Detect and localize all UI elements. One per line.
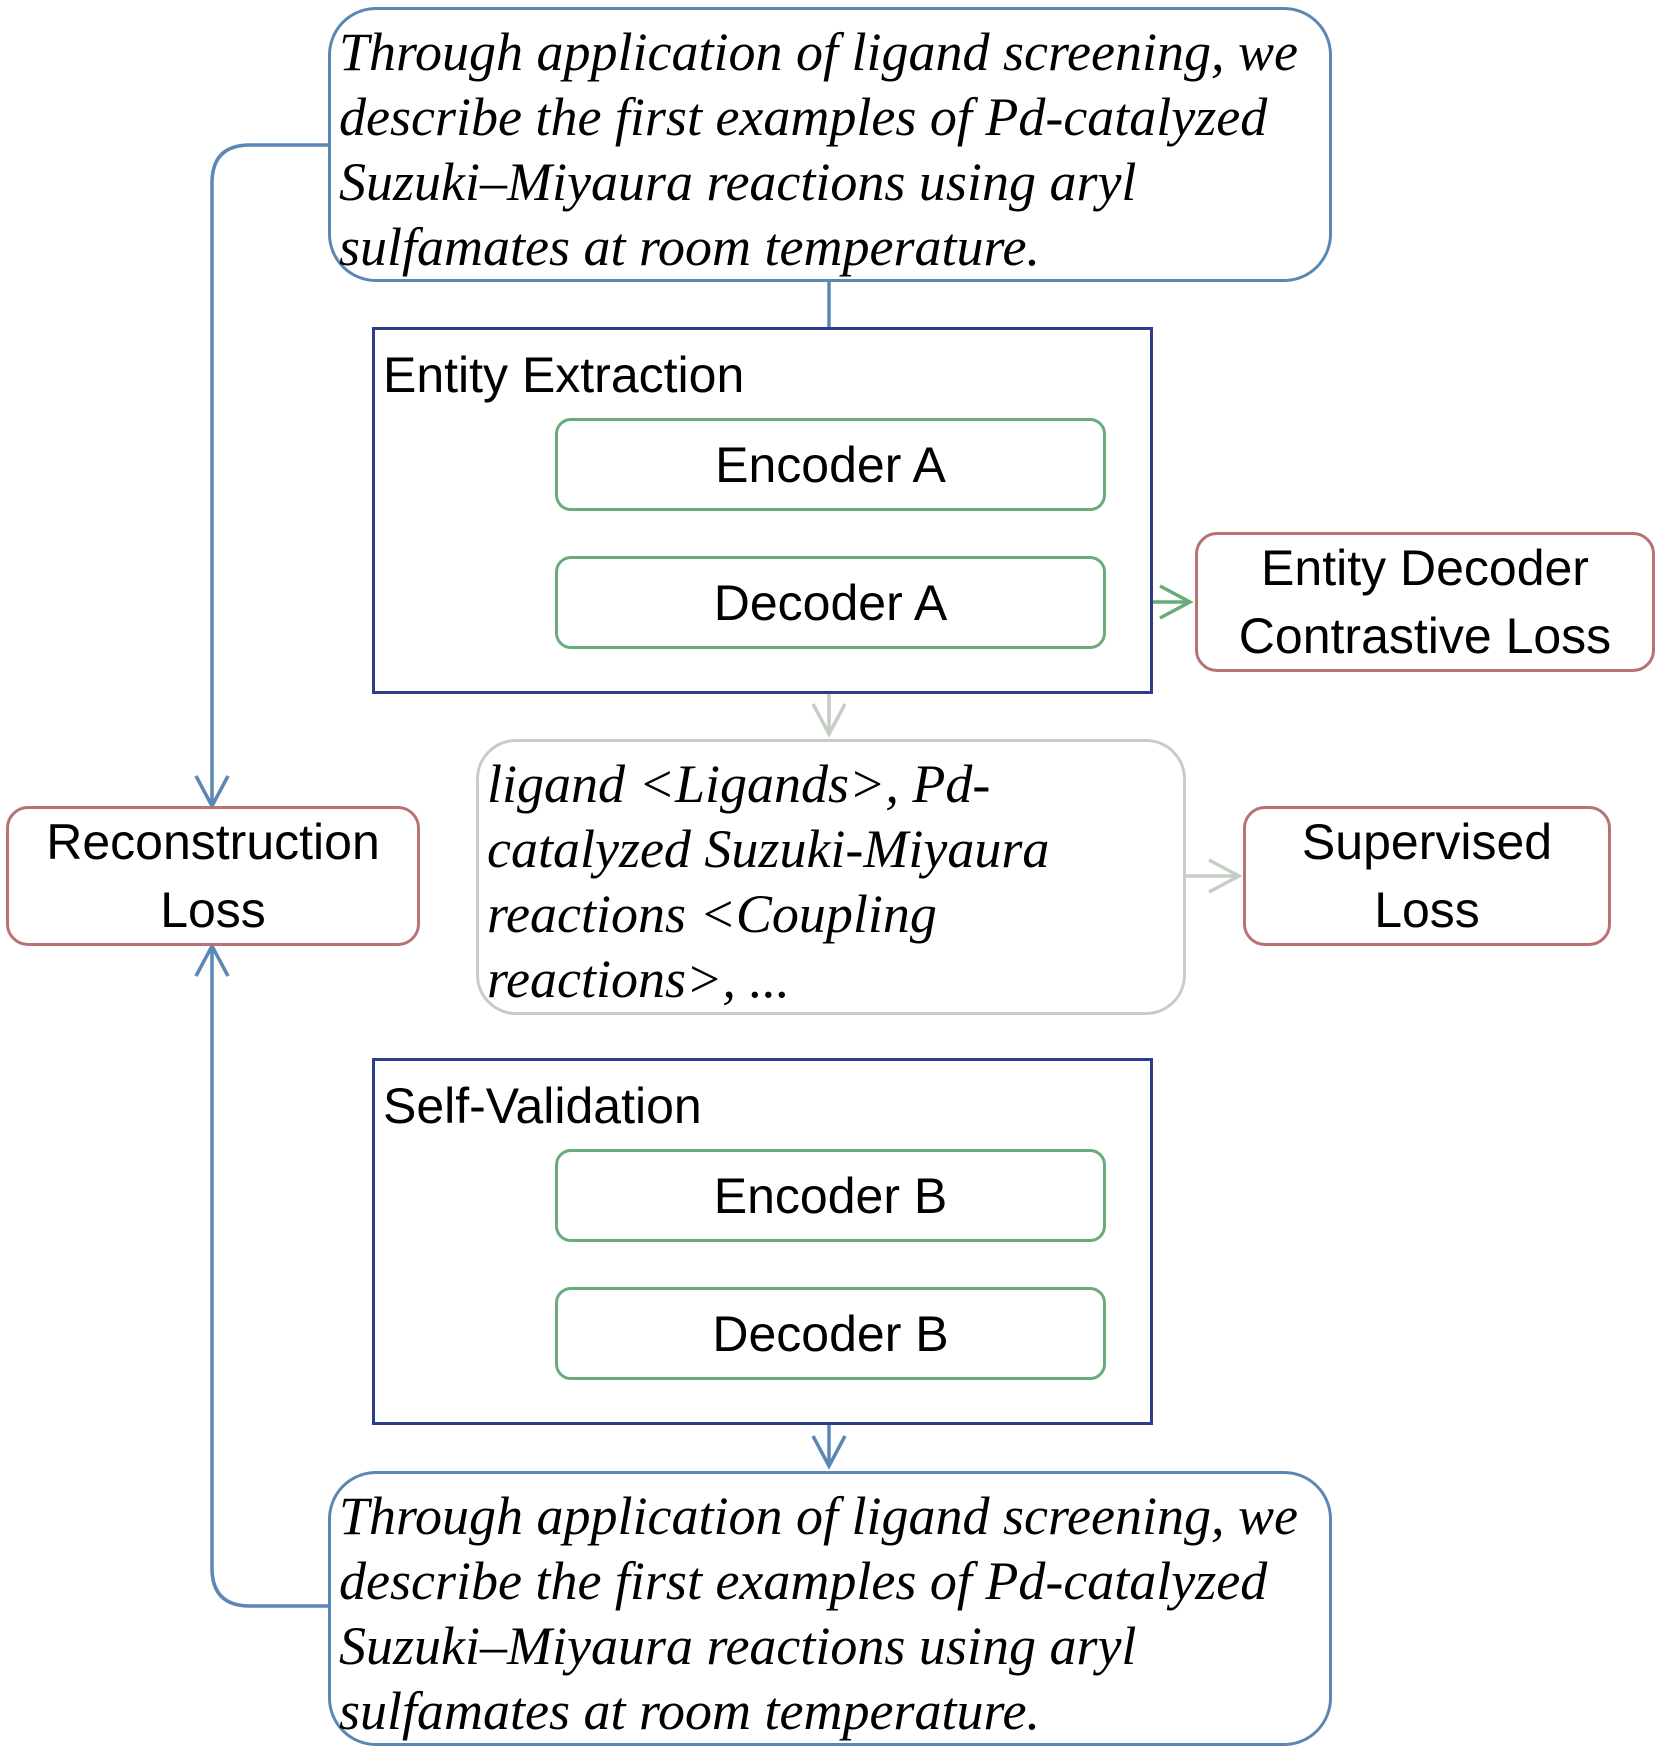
supervised-loss-line: Loss [1374,882,1480,938]
reconstruction-loss-line: Loss [160,882,266,938]
input-text-line: Through application of ligand screening,… [339,22,1298,82]
entities-text-line: catalyzed Suzuki-Miyaura [487,819,1050,879]
decoder-a-label: Decoder A [713,574,948,631]
input-text-line: sulfamates at room temperature. [339,217,1040,277]
encoder-b-box: Encoder B [555,1149,1106,1242]
encoder-b-label: Encoder B [713,1167,948,1224]
encoder-a-box: Encoder A [555,418,1106,511]
arrow-entities-to-supervised-loss [1183,858,1243,894]
reconstructed-text-line: Through application of ligand screening,… [339,1486,1298,1546]
reconstructed-text-line: sulfamates at room temperature. [339,1681,1040,1741]
contrastive-loss-line: Entity Decoder [1261,540,1589,596]
decoder-a-box: Decoder A [555,556,1106,649]
encoder-a-label: Encoder A [715,436,946,493]
contrastive-loss-box: Entity Decoder Contrastive Loss [1195,532,1655,672]
supervised-loss-box: Supervised Loss [1243,806,1611,946]
reconstructed-text-line: describe the first examples of Pd-cataly… [339,1551,1268,1611]
input-text-line: Suzuki–Miyaura reactions using aryl [339,152,1137,212]
decoder-b-label: Decoder B [712,1305,949,1362]
input-text-box: Through application of ligand screening,… [328,7,1332,282]
reconstructed-text-line: Suzuki–Miyaura reactions using aryl [339,1616,1137,1676]
decoder-b-box: Decoder B [555,1287,1106,1380]
reconstruction-loss-line: Reconstruction [46,814,380,870]
extracted-entities-box: ligand <Ligands>, Pd- catalyzed Suzuki-M… [476,739,1186,1015]
input-text-line: describe the first examples of Pd-cataly… [339,87,1268,147]
self-validation-title: Self-Validation [383,1078,702,1134]
entities-text-line: reactions <Coupling [487,884,937,944]
supervised-loss-line: Supervised [1301,814,1553,870]
reconstruction-loss-box: Reconstruction Loss [6,806,420,946]
contrastive-loss-line: Contrastive Loss [1238,608,1612,664]
entities-text-line: reactions>, ... [487,949,790,1009]
arrow-output-to-reconstruction-loss [194,942,330,1608]
entity-extraction-title: Entity Extraction [383,347,745,403]
reconstructed-text-box: Through application of ligand screening,… [328,1471,1332,1746]
entities-text-line: ligand <Ligands>, Pd- [487,754,991,814]
arrow-input-to-reconstruction-loss [194,143,330,810]
